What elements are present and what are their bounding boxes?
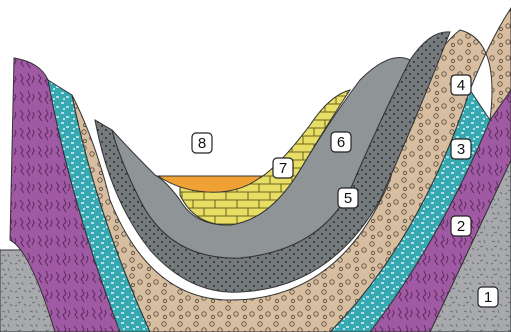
svg-text:5: 5 <box>344 190 352 207</box>
svg-text:8: 8 <box>198 135 206 152</box>
label-3: 3 <box>451 139 471 159</box>
label-2: 2 <box>451 216 471 236</box>
svg-text:2: 2 <box>457 218 465 235</box>
label-1: 1 <box>478 287 498 307</box>
label-6: 6 <box>331 132 351 152</box>
svg-text:7: 7 <box>279 160 287 177</box>
label-5: 5 <box>338 188 358 208</box>
svg-text:6: 6 <box>337 134 345 151</box>
svg-text:1: 1 <box>484 289 492 306</box>
label-7: 7 <box>273 158 293 178</box>
svg-text:3: 3 <box>457 141 465 158</box>
label-4: 4 <box>451 75 471 95</box>
svg-text:4: 4 <box>457 77 465 94</box>
label-8: 8 <box>192 133 212 153</box>
